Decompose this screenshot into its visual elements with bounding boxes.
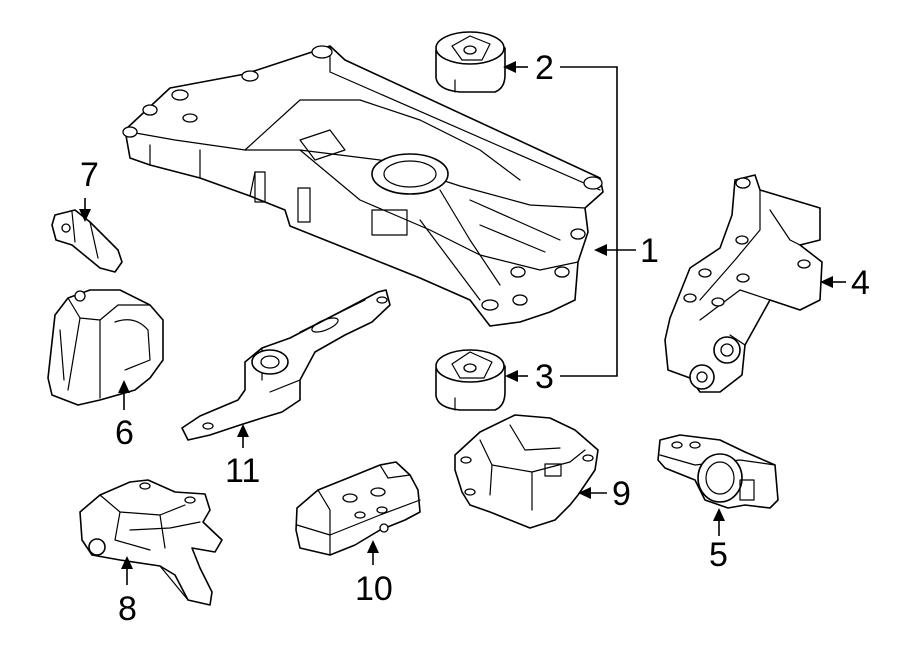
- leader-lines: [79, 61, 846, 585]
- callout-5: 5: [709, 536, 728, 574]
- callout-11: 11: [225, 452, 260, 490]
- callout-7: 7: [80, 156, 99, 194]
- part-1-subframe: [122, 45, 604, 327]
- part-9-engine-mount: [454, 414, 599, 529]
- part-6-transmission-mount: [47, 289, 164, 406]
- callout-10: 10: [355, 570, 393, 608]
- callout-6: 6: [115, 414, 134, 452]
- callout-9: 9: [612, 475, 631, 513]
- callout-8: 8: [118, 590, 137, 628]
- callout-1: 1: [640, 232, 659, 270]
- part-5-bushing-housing: [657, 434, 779, 509]
- part-3-bushing-lower: [435, 349, 506, 411]
- callout-3: 3: [535, 358, 554, 396]
- part-7-bracket: [51, 209, 123, 273]
- callout-4: 4: [851, 264, 870, 302]
- part-11-torque-rod: [181, 289, 391, 441]
- part-8-bracket-assembly: [79, 479, 223, 606]
- part-2-bushing-upper: [435, 31, 506, 93]
- part-10-bracket-block: [295, 461, 421, 556]
- part-4-mount-bracket: [664, 174, 823, 393]
- callout-2: 2: [535, 49, 554, 87]
- callout-labels: 1 2 3 4 5 6 7 8 9 10 11: [80, 49, 870, 628]
